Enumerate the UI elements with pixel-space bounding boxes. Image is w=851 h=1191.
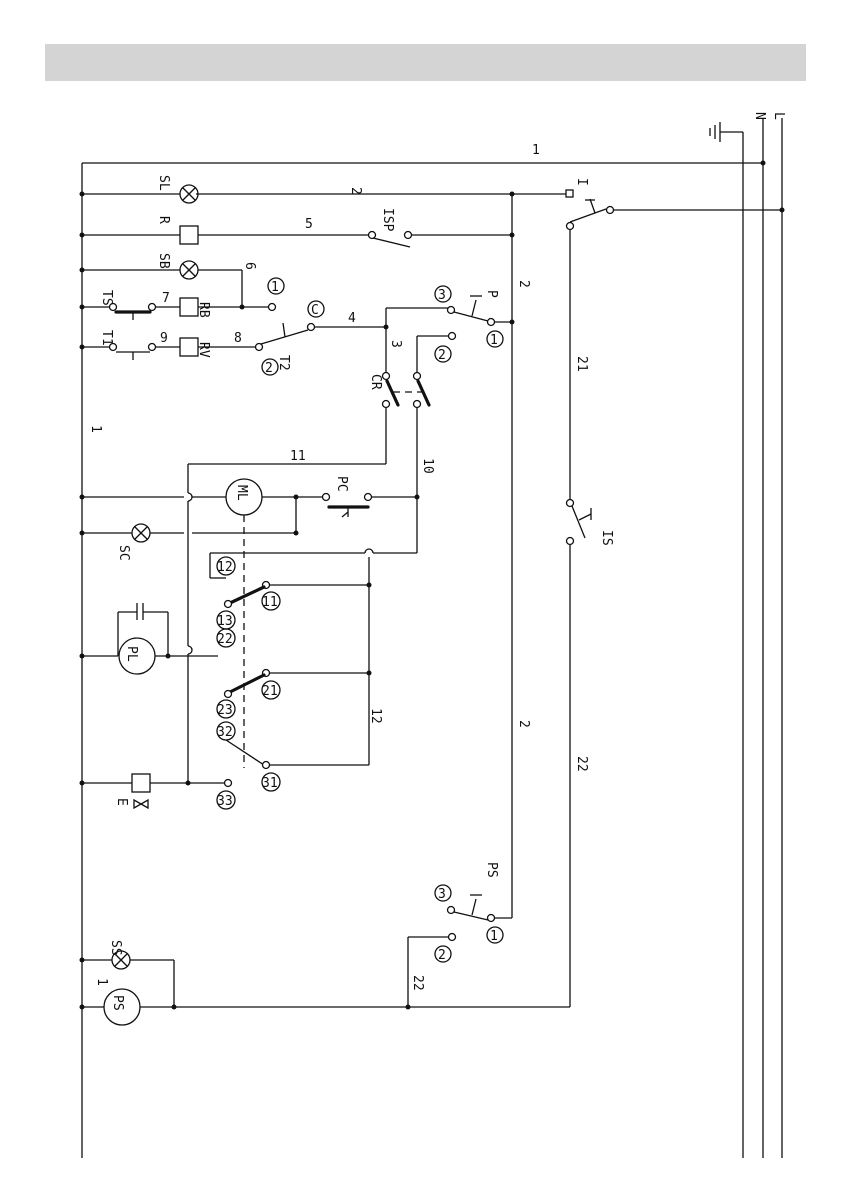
wire-label-2-low: 2 (516, 720, 531, 728)
terminal-cam-22: 22 (217, 629, 235, 647)
terminal-p-3: 3 (435, 286, 451, 303)
svg-text:21: 21 (262, 684, 278, 699)
svg-text:32: 32 (217, 725, 233, 740)
wire-label-4: 4 (348, 311, 356, 326)
label-ss: SS (108, 940, 123, 956)
thermostat-ts (110, 304, 156, 321)
cam-contact-2 (225, 670, 370, 698)
svg-text:2: 2 (265, 361, 273, 376)
terminal-cam-23: 23 (217, 700, 235, 718)
wire-label-12: 12 (368, 708, 383, 724)
svg-text:3: 3 (438, 887, 446, 902)
wire-label-8: 8 (234, 331, 242, 346)
terminal-ts-1: 1 (268, 278, 284, 295)
terminal-cam-12: 12 (217, 557, 235, 575)
wire-label-21: 21 (574, 356, 589, 372)
wire-label-6: 6 (242, 262, 257, 270)
label-l: L (771, 112, 786, 120)
svg-text:33: 33 (217, 794, 233, 809)
label-e: E (114, 798, 129, 806)
solenoid-valve-e (132, 774, 150, 808)
wire-label-10: 10 (420, 458, 435, 474)
cam-contact-1 (225, 582, 370, 608)
svg-text:31: 31 (262, 776, 278, 791)
terminal-t2-2: 2 (262, 359, 278, 376)
terminal-p-2: 2 (435, 346, 451, 363)
svg-text:2: 2 (438, 348, 446, 363)
wire-label-22-right: 22 (574, 756, 589, 772)
svg-text:2: 2 (438, 948, 446, 963)
label-rb: RB (196, 302, 211, 318)
terminal-ps-3: 3 (435, 885, 451, 902)
label-pl: PL (124, 646, 139, 662)
lamp-sl-icon (180, 185, 198, 203)
svg-text:1: 1 (490, 333, 498, 348)
wire-label-11: 11 (290, 449, 306, 464)
svg-text:12: 12 (217, 560, 233, 575)
label-sl: SL (156, 175, 171, 191)
thermostat-t1 (110, 344, 156, 361)
svg-text:3: 3 (438, 288, 446, 303)
label-sc: SC (116, 545, 131, 561)
svg-text:1: 1 (490, 929, 498, 944)
terminal-ps-2: 2 (435, 946, 451, 963)
label-r: R (156, 216, 171, 224)
supply-rails: L N (743, 112, 786, 1158)
wire-label-2-mid: 2 (516, 280, 531, 288)
relay-rb (180, 298, 198, 316)
label-sb: SB (156, 253, 171, 269)
cam-contact-3 (226, 740, 369, 769)
svg-text:22: 22 (217, 632, 233, 647)
thermostat-t2 (256, 323, 315, 351)
terminal-cam-13: 13 (217, 611, 235, 629)
main-switch-label: I (574, 178, 589, 186)
terminal-cam-21: 21 (262, 681, 280, 699)
label-isp: ISP (380, 208, 395, 232)
wire-label-1-top: 1 (532, 143, 540, 158)
label-rv: RV (196, 342, 211, 358)
terminal-cam-31: 31 (262, 773, 280, 791)
svg-text:23: 23 (217, 703, 233, 718)
svg-text:C: C (311, 303, 319, 318)
terminal-c: C (308, 301, 324, 318)
label-p: P (484, 290, 499, 298)
relay-rv (180, 338, 198, 356)
label-ps-motor: PS (110, 995, 125, 1011)
label-ps-switch: PS (484, 862, 499, 878)
terminal-ps-1: 1 (487, 927, 503, 944)
label-is: IS (599, 530, 614, 546)
wire-label-5: 5 (305, 217, 313, 232)
wire-label-1-bottom: 1 (94, 978, 109, 986)
label-pc: PC (334, 476, 349, 492)
label-ml: ML (234, 485, 249, 501)
label-t1: T1 (99, 330, 114, 346)
wire-label-3: 3 (388, 340, 403, 348)
svg-text:13: 13 (217, 614, 233, 629)
svg-text:11: 11 (262, 595, 278, 610)
earth-icon (710, 122, 743, 142)
resistor-r (180, 226, 198, 244)
terminal-cam-32: 32 (217, 722, 235, 740)
wire-label-9: 9 (160, 331, 168, 346)
terminal-p-1: 1 (487, 331, 503, 348)
label-ts: TS (99, 290, 114, 306)
label-n: N (752, 112, 767, 120)
switch-is (567, 500, 592, 1008)
contactor-cr (383, 373, 430, 408)
wire-label-2-top: 2 (348, 187, 363, 195)
label-cr: CR (368, 374, 383, 390)
pressure-control-pc (323, 494, 418, 518)
svg-text:1: 1 (271, 280, 279, 295)
terminal-cam-33: 33 (217, 791, 235, 809)
switch-isp (369, 232, 513, 248)
lamp-sb-icon (180, 261, 198, 279)
lamp-sc-icon (132, 524, 150, 542)
wire-label-7: 7 (162, 291, 170, 306)
terminal-cam-11: 11 (262, 592, 280, 610)
wire-label-1-left: 1 (88, 425, 103, 433)
wire-label-22-bottom: 22 (410, 975, 425, 991)
pump-pl (118, 603, 168, 674)
